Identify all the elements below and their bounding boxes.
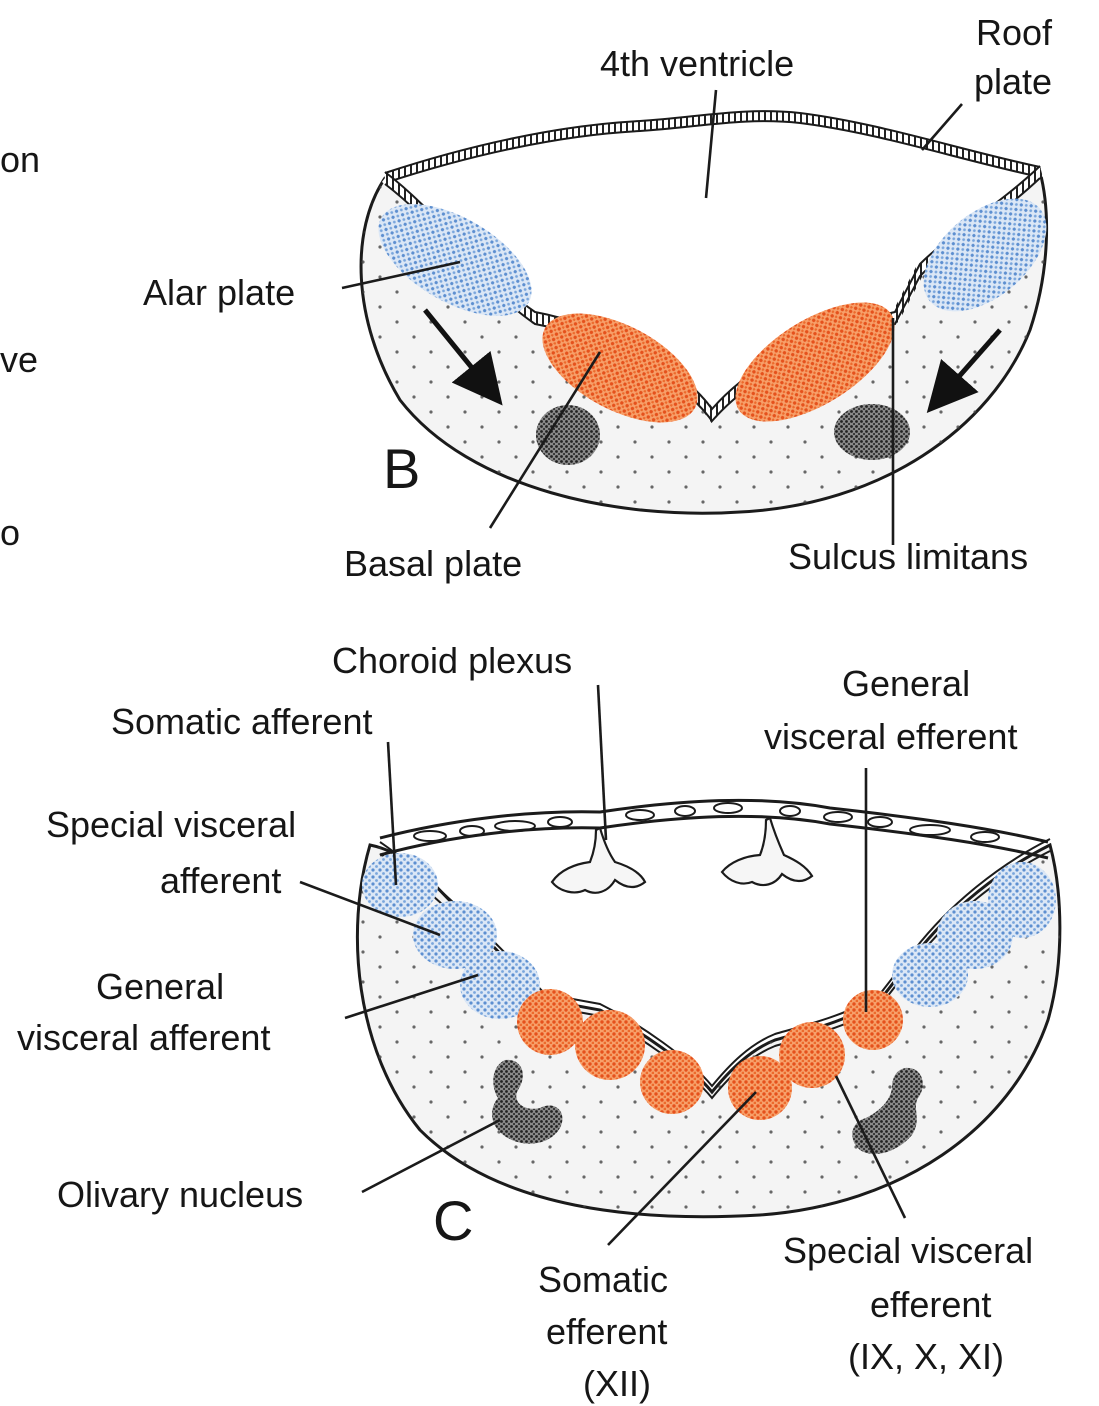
panel-c-choroid-tuft-right bbox=[722, 818, 812, 885]
label-roof-plate-line1: Roof bbox=[976, 12, 1053, 53]
label-special-visceral-afferent-line1: Special visceral bbox=[46, 804, 296, 845]
label-somatic-efferent-line2: efferent bbox=[546, 1311, 667, 1352]
label-general-visceral-efferent-line1: General bbox=[842, 663, 970, 704]
label-special-visceral-afferent-line2: afferent bbox=[160, 860, 281, 901]
panel-c-se-left bbox=[640, 1050, 704, 1114]
label-sulcus-limitans: Sulcus limitans bbox=[788, 536, 1028, 577]
label-4th-ventricle: 4th ventricle bbox=[600, 43, 794, 84]
panel-b: 4th ventricle Roof plate Alar plate B Ba… bbox=[143, 12, 1067, 584]
panel-c-gve-right bbox=[843, 990, 903, 1050]
panel-c-choroid-tuft-left bbox=[552, 828, 645, 893]
margin-fragment-1: on bbox=[0, 139, 40, 180]
label-special-visceral-efferent-line1: Special visceral bbox=[783, 1230, 1033, 1271]
panel-c-roof-vessels bbox=[414, 803, 999, 842]
label-special-visceral-efferent-line3: (IX, X, XI) bbox=[848, 1336, 1004, 1377]
panel-b-grey-nucleus-right bbox=[834, 404, 910, 460]
label-general-visceral-afferent-line2: visceral afferent bbox=[17, 1017, 270, 1058]
label-general-visceral-afferent-line1: General bbox=[96, 966, 224, 1007]
panel-c-gve-left bbox=[517, 989, 583, 1055]
panel-c-general-visceral-afferent-right bbox=[892, 943, 968, 1007]
label-olivary-nucleus: Olivary nucleus bbox=[57, 1174, 303, 1215]
label-basal-plate: Basal plate bbox=[344, 543, 522, 584]
label-somatic-afferent: Somatic afferent bbox=[111, 701, 372, 742]
label-somatic-efferent-line3: (XII) bbox=[583, 1363, 651, 1404]
leader-4th-ventricle bbox=[706, 90, 716, 198]
panel-c-sve-right bbox=[779, 1022, 845, 1088]
panel-b-grey-nucleus-left bbox=[536, 405, 600, 465]
margin-fragment-3: o bbox=[0, 512, 20, 553]
label-general-visceral-efferent-line2: visceral efferent bbox=[764, 716, 1017, 757]
label-roof-plate-line2: plate bbox=[974, 61, 1052, 102]
label-choroid-plexus: Choroid plexus bbox=[332, 640, 572, 681]
margin-fragment-2: ve bbox=[0, 339, 38, 380]
panel-c-sve-left bbox=[575, 1010, 645, 1080]
label-special-visceral-efferent-line2: efferent bbox=[870, 1284, 991, 1325]
panel-b-letter: B bbox=[383, 437, 420, 500]
label-alar-plate: Alar plate bbox=[143, 272, 295, 313]
panel-c-somatic-afferent-left bbox=[362, 853, 438, 917]
label-somatic-efferent-line1: Somatic bbox=[538, 1259, 668, 1300]
leader-choroid-plexus bbox=[598, 685, 606, 840]
panel-c-letter: C bbox=[433, 1189, 473, 1252]
panel-c: Choroid plexus Somatic afferent General … bbox=[17, 640, 1060, 1404]
panel-c-tissue-dots bbox=[357, 845, 1059, 1217]
